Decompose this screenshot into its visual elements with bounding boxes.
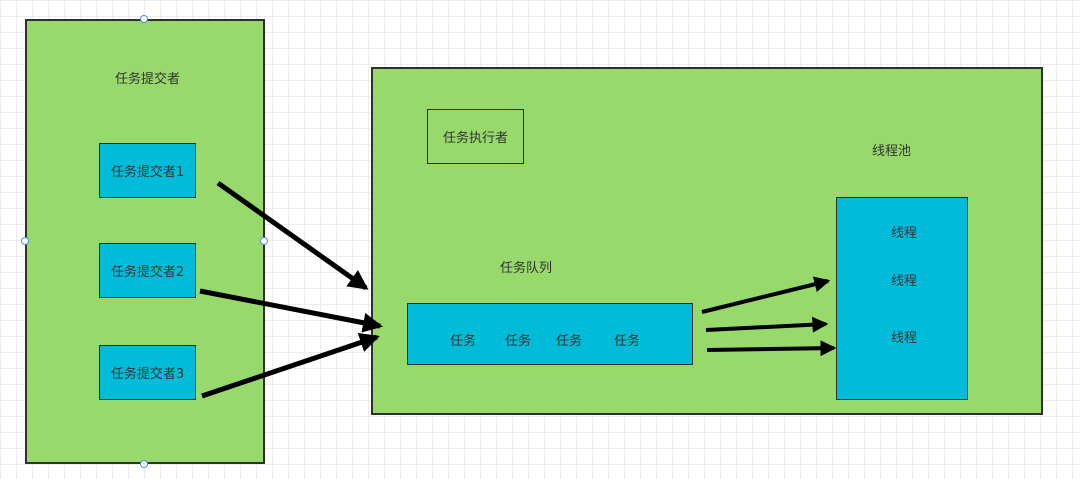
arrow-submitter3-to-queue[interactable] <box>201 332 380 399</box>
thread-3: 线程 <box>891 331 918 346</box>
thread-pool-title: 线程池 <box>872 144 912 159</box>
queue-task-4: 任务 <box>614 334 641 349</box>
arrow-queue-to-thread-3[interactable] <box>706 340 837 357</box>
submitter-box-2[interactable]: 任务提交者2 <box>99 243 196 298</box>
arrow-submitter1-to-queue[interactable] <box>216 180 369 291</box>
submitter-panel-title: 任务提交者 <box>115 72 181 87</box>
selection-handle-right[interactable] <box>260 237 268 245</box>
selection-handle-top[interactable] <box>140 15 148 23</box>
threads-box[interactable] <box>836 197 968 400</box>
task-queue-box[interactable] <box>407 303 693 365</box>
executor-box[interactable]: 任务执行者 <box>427 109 524 164</box>
arrow-queue-to-thread-1[interactable] <box>701 276 831 314</box>
thread-2: 线程 <box>891 274 918 289</box>
queue-task-3: 任务 <box>556 334 583 349</box>
queue-task-2: 任务 <box>505 334 532 349</box>
arrow-queue-to-thread-2[interactable] <box>705 316 829 333</box>
queue-task-1: 任务 <box>450 334 477 349</box>
selection-handle-bottom[interactable] <box>140 460 148 468</box>
arrow-submitter2-to-queue[interactable] <box>199 288 383 333</box>
thread-1: 线程 <box>891 226 918 241</box>
submitter-box-1[interactable]: 任务提交者1 <box>99 143 196 198</box>
submitter-box-3[interactable]: 任务提交者3 <box>99 345 196 400</box>
queue-label: 任务队列 <box>500 261 553 276</box>
selection-handle-left[interactable] <box>21 237 29 245</box>
